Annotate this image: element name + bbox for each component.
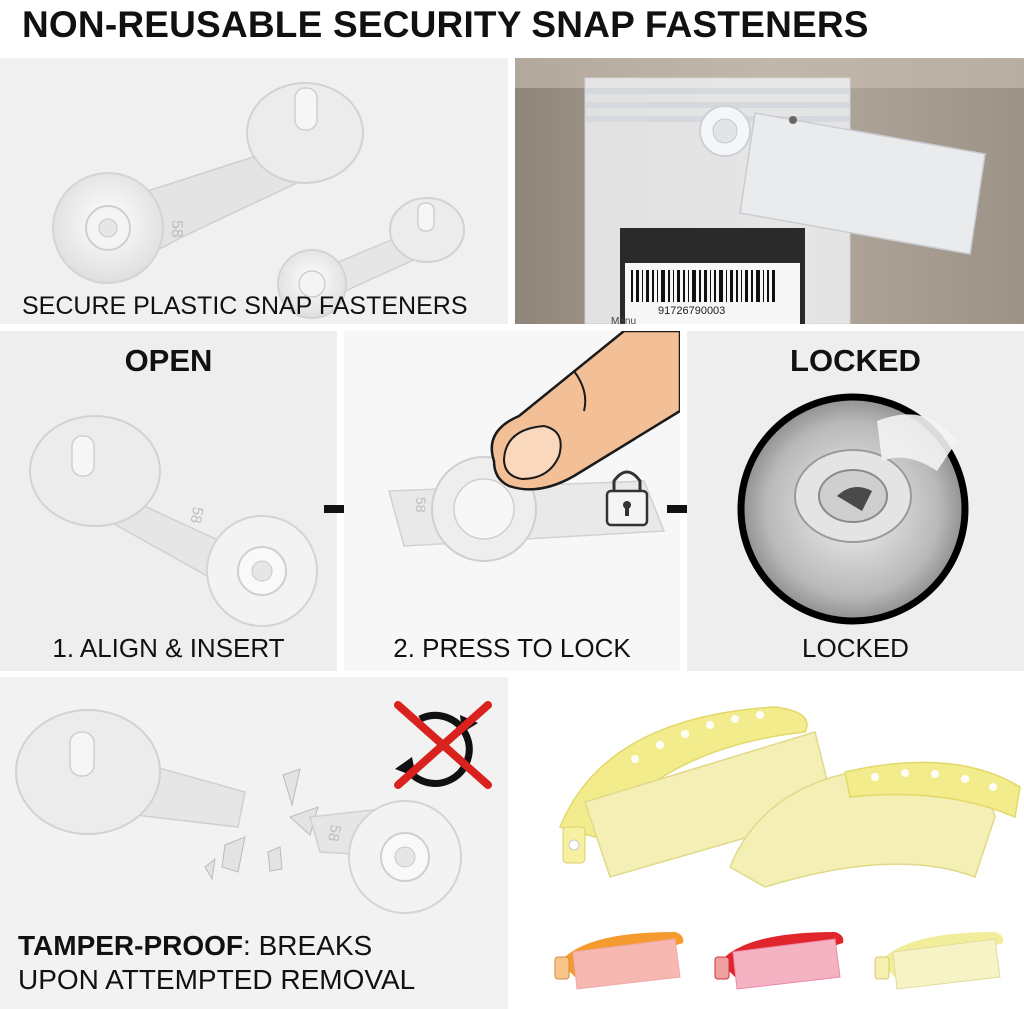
caption-locked: LOCKED — [802, 633, 909, 663]
padlock-icon — [605, 470, 649, 527]
broken-fastener-illustration: 58 — [15, 701, 492, 914]
tamper-proof-rest: : BREAKS — [243, 930, 373, 961]
sealed-bag-illustration: 91726790003 Manu — [515, 58, 1024, 324]
tamper-proof-line2: UPON ATTEMPTED REMOVAL — [18, 964, 416, 995]
fastener-mark-open: 58 — [187, 505, 207, 524]
tamper-proof-caption: TAMPER-PROOF: BREAKS UPON ATTEMPTED REMO… — [18, 929, 415, 997]
caption-secure-plastic: SECURE PLASTIC SNAP FASTENERS — [22, 292, 468, 320]
panel-tamper-proof: 58 TAMPER-PROOF: BREAKS UPON ATTEMPTED R… — [0, 677, 508, 1009]
barcode-icon — [631, 270, 775, 302]
snap-fasteners-illustration: 58 — [52, 82, 465, 319]
no-reuse-icon — [394, 701, 492, 789]
finger-illustration — [490, 331, 680, 491]
tamper-proof-bold: TAMPER-PROOF — [18, 930, 244, 961]
heading-locked: LOCKED — [790, 343, 921, 378]
panel-wristbands — [515, 677, 1024, 1009]
panel-press: 58 2. PRESS TO LOCK — [344, 331, 680, 671]
fastener-mark-press: 58 — [413, 497, 429, 513]
caption-press-to-lock: 2. PRESS TO LOCK — [393, 633, 631, 663]
barcode-number: 91726790003 — [658, 305, 725, 317]
locked-closeup-illustration — [737, 393, 969, 625]
panel-snap-fasteners: 58 SECURE PLASTIC SNAP FASTENERS — [0, 58, 508, 324]
fastener-mark: 58 — [168, 220, 185, 238]
panel-locked: LOCKED LOCKED — [687, 331, 1024, 671]
package-label-text: Manu — [611, 316, 636, 324]
heading-open: OPEN — [124, 343, 213, 378]
press-to-lock-illustration: 58 — [388, 331, 680, 562]
caption-align-insert: 1. ALIGN & INSERT — [52, 633, 285, 663]
page-title: NON-REUSABLE SECURITY SNAP FASTENERS — [22, 4, 869, 45]
open-fastener-illustration: 58 — [29, 415, 318, 627]
panel-open: OPEN 58 1. ALIGN & INSERT — [0, 331, 337, 671]
panel-bag-photo: 91726790003 Manu — [515, 58, 1024, 324]
wristbands-illustration — [554, 706, 1021, 990]
fastener-mark-broken: 58 — [324, 823, 344, 842]
